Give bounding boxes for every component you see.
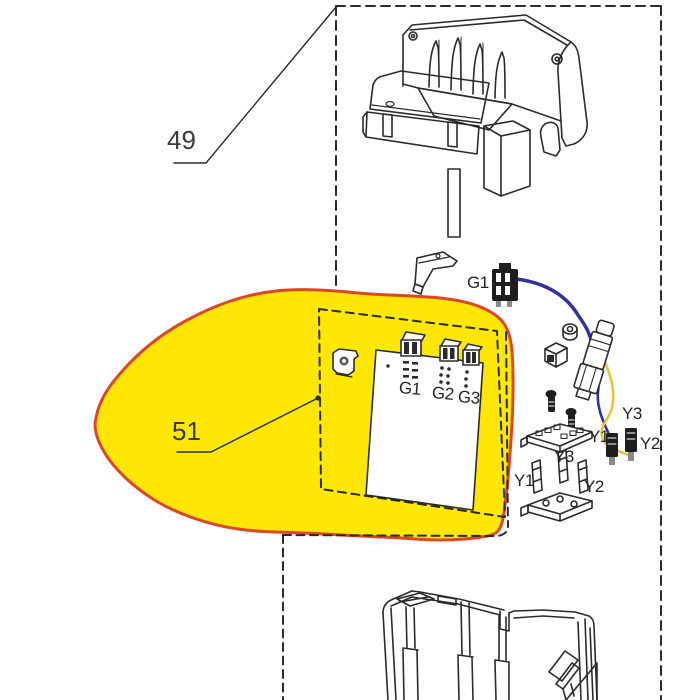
pcb-g1-label: G1 xyxy=(398,378,422,399)
pcb-g2-label: G2 xyxy=(431,383,455,404)
spacer-bar-drawing xyxy=(447,168,461,238)
relay-clip-drawing xyxy=(332,348,359,378)
fasteners-and-plates-drawing xyxy=(520,323,593,522)
pcb-assembly-drawing xyxy=(332,331,484,511)
wire-harness-drawing xyxy=(492,263,637,465)
pcb-terminal-g1 xyxy=(400,331,426,357)
middle-dashed-box xyxy=(282,331,509,700)
wedge-bracket-drawing xyxy=(412,251,458,295)
wire-end-y3-label: Y3 xyxy=(622,404,642,423)
callout-49-leader xyxy=(173,6,337,164)
pcb-terminal-g3 xyxy=(462,343,483,366)
clip-y2-label: Y2 xyxy=(584,477,604,496)
clip-y3-label: Y3 xyxy=(554,447,574,466)
wire-end-y2-label: Y2 xyxy=(640,434,660,453)
inner-dashed-box xyxy=(318,308,506,518)
clip-y1-label: Y1 xyxy=(514,471,534,490)
callout-51-label: 51 xyxy=(172,416,201,446)
pcb-solder-pins xyxy=(386,361,469,388)
callout-49-label: 49 xyxy=(167,125,196,155)
callout-51-leader xyxy=(176,395,321,453)
lower-housing-drawing xyxy=(382,590,598,700)
wire-connector-g1-label: G1 xyxy=(467,273,489,292)
outer-dashed-box xyxy=(335,5,662,700)
terminal-clips-drawing xyxy=(531,449,589,494)
pcb-terminal-g2 xyxy=(439,338,462,362)
pcb-g3-label: G3 xyxy=(457,387,481,408)
wire-end-y1-label: Y1 xyxy=(589,427,609,446)
upper-housing-drawing xyxy=(362,14,588,197)
